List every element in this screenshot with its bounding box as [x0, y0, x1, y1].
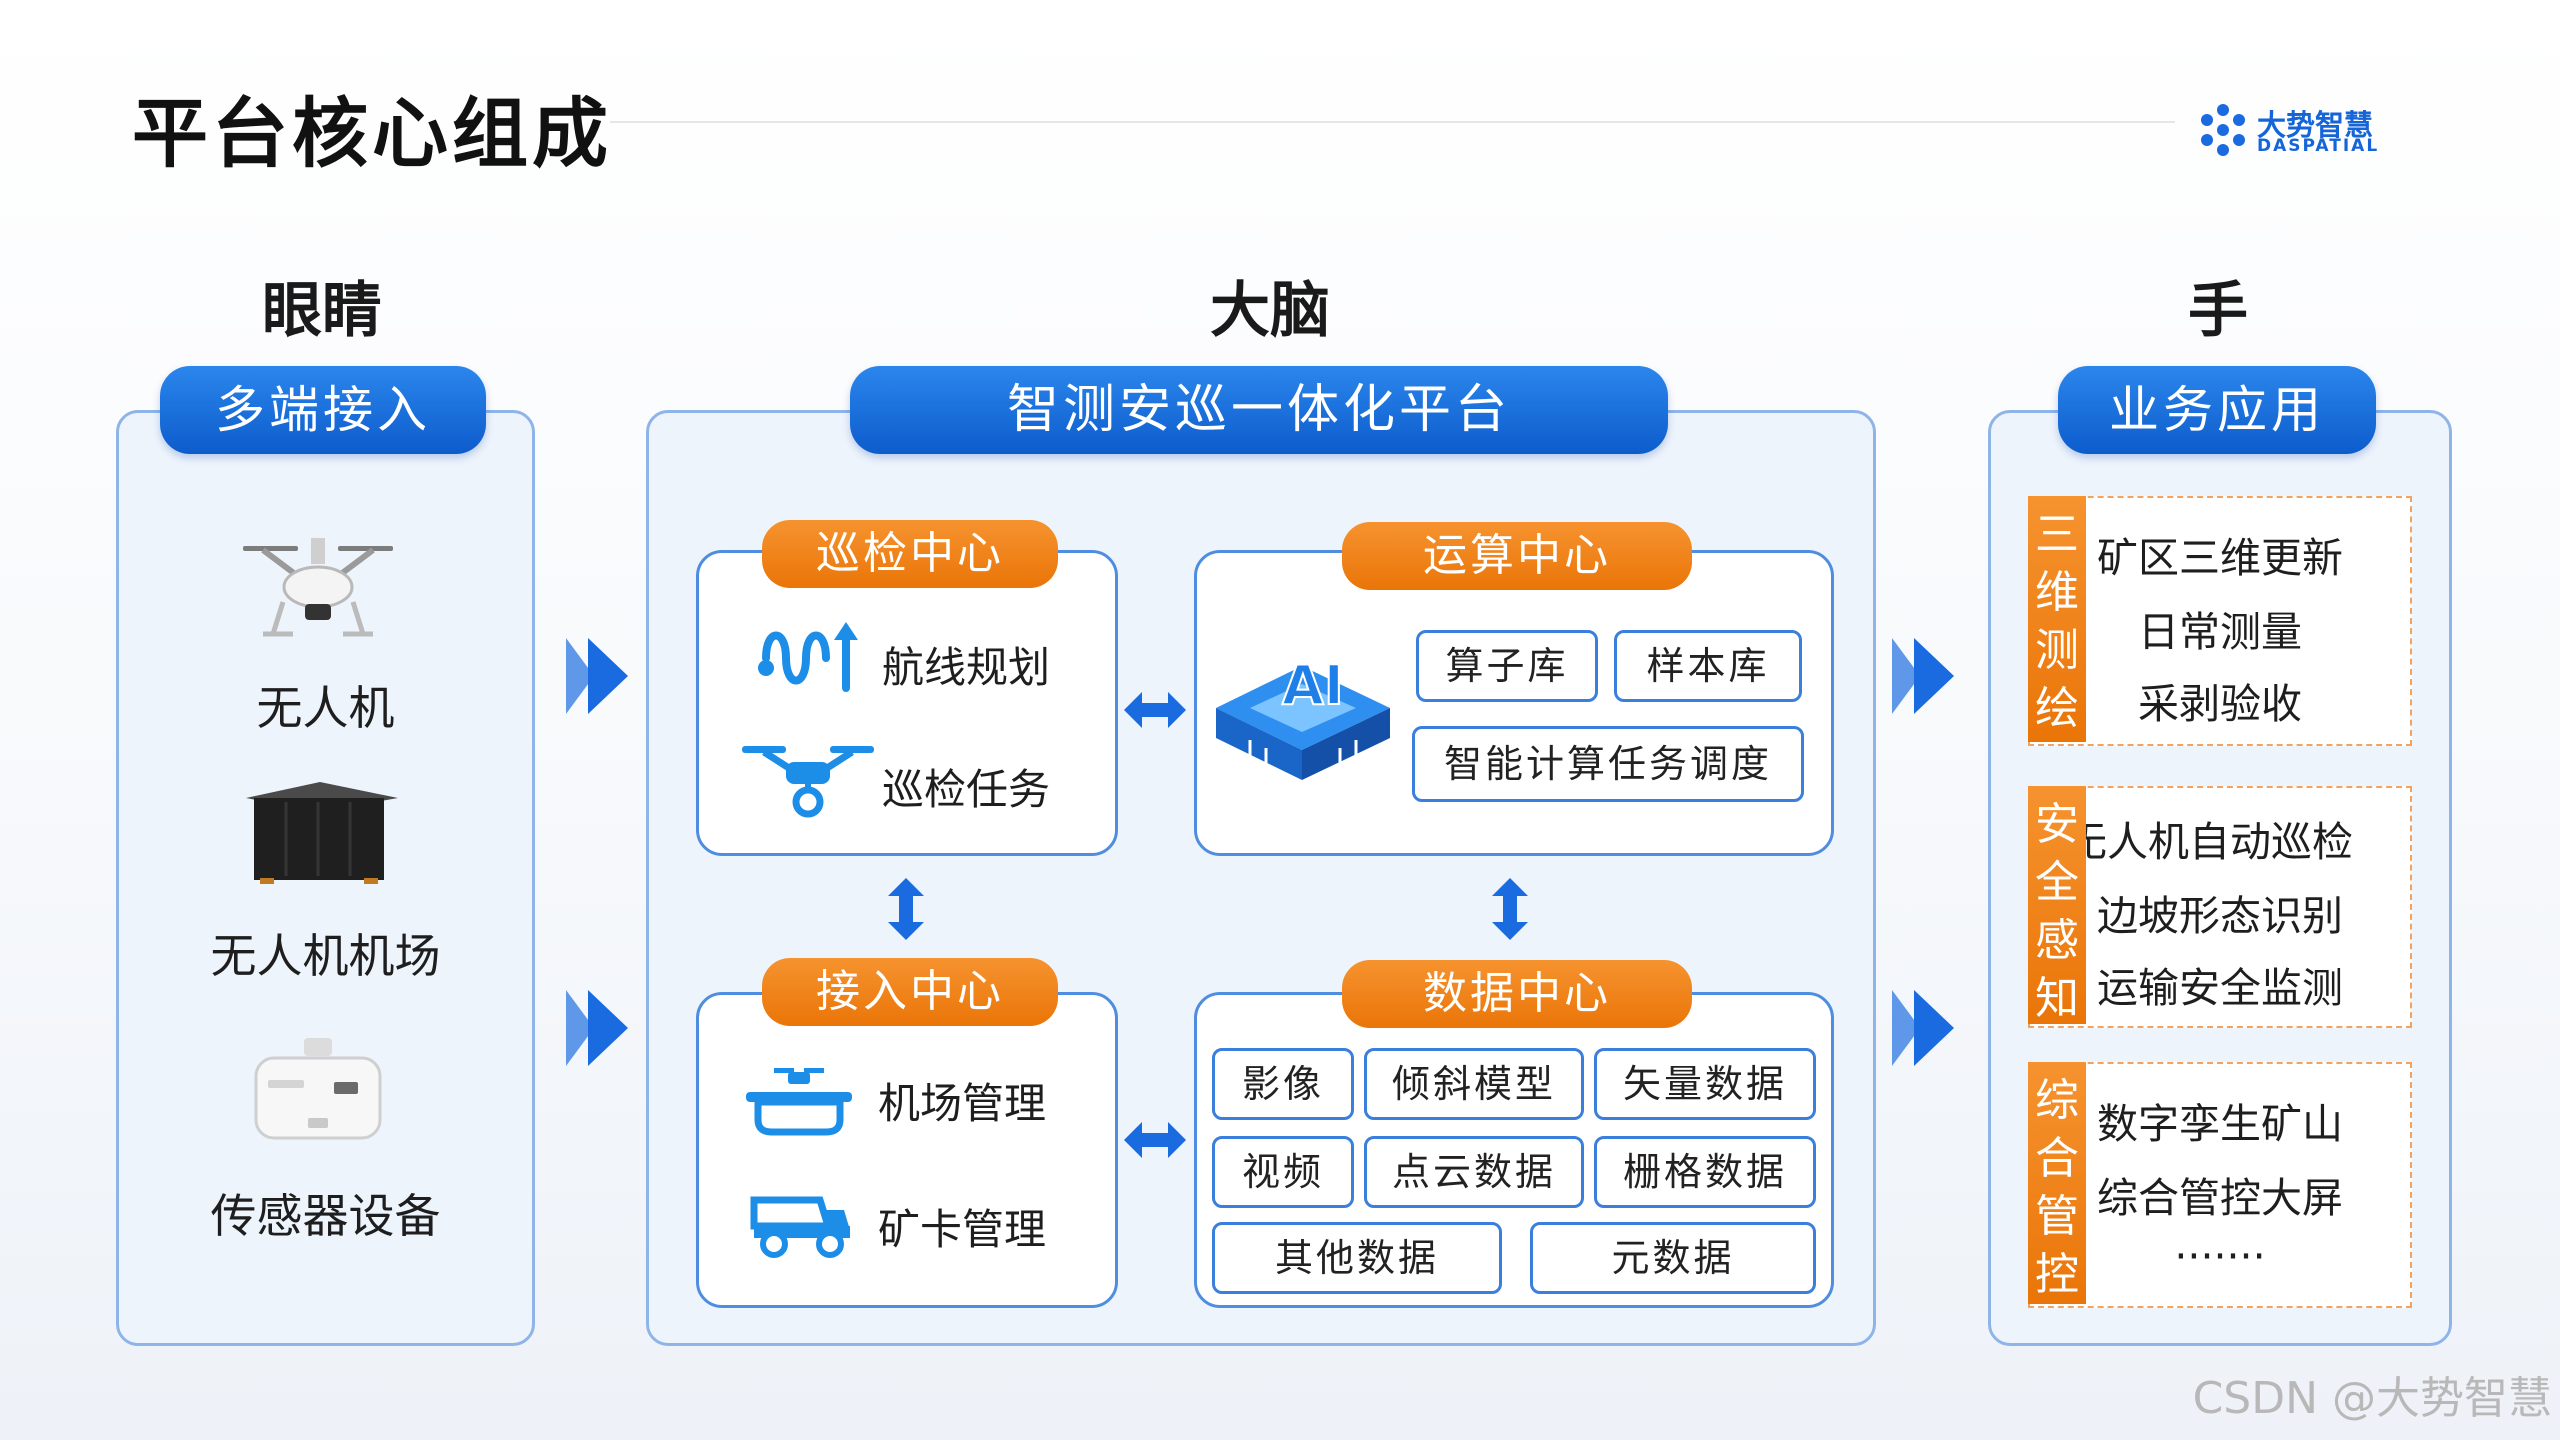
access-center-card [696, 992, 1118, 1308]
data-tag-point-cloud: 点云数据 [1364, 1136, 1584, 1208]
data-tag-metadata: 元数据 [1530, 1222, 1816, 1294]
data-center-title: 数据中心 [1342, 960, 1692, 1028]
business-group-label-mapping: 三维测绘 [2028, 496, 2086, 742]
sensor-device-icon [254, 1038, 382, 1140]
vertical-label: 综合管控 [2035, 1075, 2079, 1300]
mining-truck-icon [750, 1196, 850, 1258]
compute-tag-operator-lib: 算子库 [1416, 630, 1598, 702]
business-item: ······· [2174, 1232, 2266, 1280]
route-planning-icon [758, 622, 858, 692]
business-item: 数字孪生矿山 [2097, 1100, 2343, 1148]
column-heading-brain: 大脑 [1210, 276, 1330, 346]
page-title: 平台核心组成 [132, 89, 612, 178]
data-tag-raster: 栅格数据 [1594, 1136, 1816, 1208]
business-group-mapping: 矿区三维更新 日常测量 采剥验收 [2028, 496, 2412, 746]
vertical-label: 安全感知 [2035, 799, 2079, 1024]
chevron-arrow-icon [1892, 638, 1954, 714]
business-group-control: 数字孪生矿山 综合管控大屏 ······· [2028, 1062, 2412, 1308]
drone-hangar-icon [246, 782, 398, 884]
patrol-item-route-planning: 航线规划 [882, 643, 1051, 692]
business-item: 日常测量 [2138, 608, 2302, 656]
ai-chip-icon: AI [1216, 653, 1390, 780]
access-item-hangar: 机场管理 [878, 1079, 1047, 1128]
compute-tag-sample-lib: 样本库 [1614, 630, 1802, 702]
patrol-center-card [696, 550, 1118, 856]
logo: 大势智慧 DASPATIAL [2195, 100, 2415, 160]
business-item: 矿区三维更新 [2097, 534, 2343, 582]
chevron-arrow-icon [566, 638, 628, 714]
hangar-management-icon [746, 1068, 852, 1136]
business-item: 综合管控大屏 [2097, 1174, 2343, 1222]
right-panel-header: 业务应用 [2058, 366, 2376, 454]
drone-icon [243, 538, 393, 637]
business-item: 无人机自动巡检 [2066, 818, 2353, 866]
double-arrow-icon [1124, 692, 1186, 728]
business-group-safety: 无人机自动巡检 边坡形态识别 运输安全监测 [2028, 786, 2412, 1028]
business-item: 运输安全监测 [2097, 964, 2343, 1012]
access-item-truck: 矿卡管理 [878, 1205, 1047, 1254]
data-tag-oblique-model: 倾斜模型 [1364, 1048, 1584, 1120]
business-item: 边坡形态识别 [2097, 892, 2343, 940]
double-arrow-icon [1124, 1122, 1186, 1158]
business-group-label-safety: 安全感知 [2028, 786, 2086, 1024]
patrol-center-title: 巡检中心 [762, 520, 1058, 588]
logo-name-cn: 大势智慧 [2257, 108, 2374, 142]
logo-name-en: DASPATIAL [2257, 136, 2380, 156]
compute-center-title: 运算中心 [1342, 522, 1692, 590]
watermark: CSDN @大势智慧 [2192, 1373, 2552, 1424]
business-item: 采剥验收 [2138, 680, 2302, 728]
left-panel-header: 多端接入 [160, 366, 486, 454]
left-item-sensor: 传感器设备 [210, 1189, 441, 1243]
title-divider [610, 121, 2175, 123]
vertical-label: 三维测绘 [2035, 509, 2079, 734]
column-heading-eyes: 眼睛 [262, 276, 382, 346]
data-tag-vector: 矢量数据 [1594, 1048, 1816, 1120]
patrol-item-task: 巡检任务 [882, 765, 1051, 814]
data-tag-imagery: 影像 [1212, 1048, 1354, 1120]
data-tag-other: 其他数据 [1212, 1222, 1502, 1294]
chevron-arrow-icon [566, 990, 628, 1066]
double-arrow-icon [1492, 878, 1528, 940]
left-item-drone: 无人机 [256, 681, 395, 735]
column-heading-hand: 手 [2188, 276, 2248, 346]
middle-panel-header: 智测安巡一体化平台 [850, 366, 1668, 454]
patrol-drone-icon [742, 746, 874, 818]
logo-hex-icon [2201, 104, 2245, 156]
chevron-arrow-icon [1892, 990, 1954, 1066]
double-arrow-icon [888, 878, 924, 940]
left-item-drone-hangar: 无人机机场 [210, 929, 441, 983]
business-group-label-control: 综合管控 [2028, 1062, 2086, 1304]
data-tag-video: 视频 [1212, 1136, 1354, 1208]
svg-text:AI: AI [1282, 654, 1344, 717]
access-center-title: 接入中心 [762, 958, 1058, 1026]
compute-tag-task-scheduling: 智能计算任务调度 [1412, 726, 1804, 802]
